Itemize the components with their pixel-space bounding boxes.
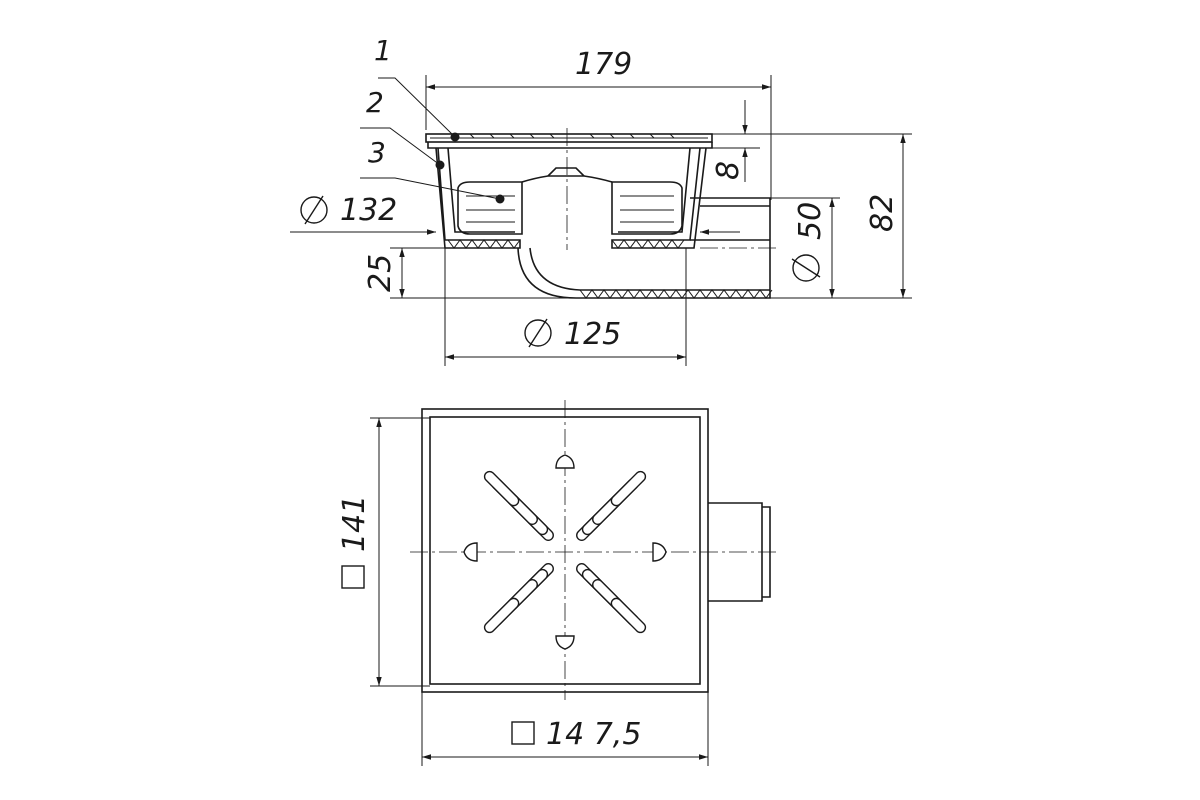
callout-label-3: 3 bbox=[368, 136, 386, 169]
grate-drop-slot bbox=[652, 542, 667, 562]
grate-slots bbox=[463, 454, 667, 650]
dim-25: 25 bbox=[363, 254, 398, 292]
grate-hatch bbox=[469, 133, 675, 139]
grate-slot bbox=[483, 470, 520, 507]
grate-slot bbox=[483, 597, 520, 634]
dim-82: 82 bbox=[865, 194, 900, 232]
grate-drop-slot bbox=[555, 635, 575, 650]
dim-8: 8 bbox=[711, 161, 746, 180]
grate-drop-slot bbox=[463, 542, 478, 562]
side-view: 1 2 3 179 8 82 50 bbox=[290, 34, 912, 366]
callout-label-2: 2 bbox=[366, 86, 384, 119]
dim-132: 132 bbox=[340, 193, 397, 228]
diameter-symbol-50 bbox=[791, 254, 821, 282]
square-symbol-147 bbox=[511, 721, 535, 745]
top-view: 141 14 7,5 bbox=[337, 400, 780, 766]
outlet-pipe bbox=[517, 197, 771, 299]
grate-slot bbox=[610, 470, 647, 507]
body-flange bbox=[427, 142, 713, 149]
dim-50-group: 50 bbox=[793, 202, 828, 240]
diameter-symbol-132 bbox=[300, 195, 328, 225]
dim-179: 179 bbox=[575, 47, 632, 82]
body-shell bbox=[435, 147, 707, 249]
square-symbol-141 bbox=[341, 565, 365, 589]
dim-125: 125 bbox=[564, 317, 621, 352]
grate-drop-slot bbox=[555, 454, 575, 469]
diameter-symbol-125 bbox=[524, 318, 552, 348]
callout-label-1: 1 bbox=[374, 34, 392, 67]
svg-text:50: 50 bbox=[793, 202, 828, 240]
siphon-cup bbox=[457, 181, 523, 235]
dim-141: 141 bbox=[337, 495, 372, 552]
dim-147-5: 14 7,5 bbox=[546, 717, 641, 752]
